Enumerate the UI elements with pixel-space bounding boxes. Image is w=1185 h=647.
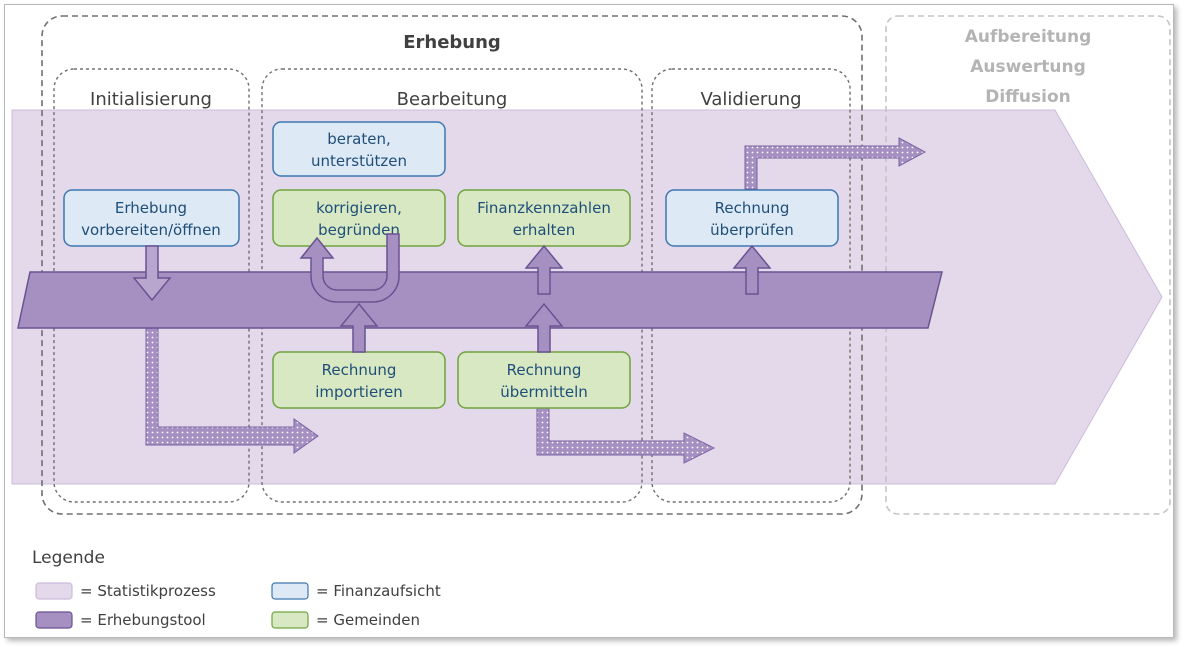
bearbeitung-title: Bearbeitung bbox=[397, 89, 508, 110]
legend-swatch-erhebungstool bbox=[35, 611, 73, 629]
box-beraten bbox=[272, 121, 446, 177]
validierung-title: Validierung bbox=[700, 89, 801, 110]
diffusion-title: Diffusion bbox=[985, 87, 1071, 107]
legend-title: Legende bbox=[32, 548, 105, 568]
box-erhebung-oeffnen-line1: Erhebung bbox=[115, 199, 187, 217]
flow-arrow-validierung bbox=[744, 137, 927, 190]
box-erhebung-oeffnen-line2: vorbereiten/öffnen bbox=[81, 221, 221, 239]
box-korrigieren-line1: korrigieren, bbox=[316, 199, 402, 217]
box-korrigieren bbox=[272, 189, 446, 247]
legend-label-erhebungstool: = Erhebungstool bbox=[80, 611, 206, 629]
aufbereitung-title: Aufbereitung bbox=[965, 27, 1092, 47]
arrow-pruefen-up bbox=[732, 244, 772, 295]
legend-label-gemeinden: = Gemeinden bbox=[316, 611, 420, 629]
flow-arrow-initialisierung bbox=[145, 309, 319, 454]
box-rechnung-uebermitteln-line2: übermitteln bbox=[500, 383, 588, 401]
arrow-uebermitteln-up bbox=[524, 302, 564, 353]
flow-arrow-uebermitteln bbox=[536, 407, 716, 464]
erhebung-group bbox=[41, 15, 863, 515]
erhebung-title: Erhebung bbox=[403, 32, 501, 53]
box-beraten-line2: unterstützen bbox=[311, 152, 407, 170]
legend-swatch-statistikprozess bbox=[35, 582, 73, 600]
box-korrigieren-line2: begründen bbox=[318, 221, 400, 239]
legend-label-finanzaufsicht: = Finanzaufsicht bbox=[316, 582, 441, 600]
legend-swatch-finanzaufsicht bbox=[271, 582, 309, 600]
box-finanzkennzahlen-line1: Finanzkennzahlen bbox=[477, 199, 611, 217]
box-rechnung-uebermitteln-line1: Rechnung bbox=[507, 361, 582, 379]
arrow-importieren-up bbox=[339, 302, 379, 353]
arrow-finanzkennzahlen-up bbox=[524, 244, 564, 295]
box-rechnung-pruefen-line1: Rechnung bbox=[715, 199, 790, 217]
initialisierung-title: Initialisierung bbox=[90, 89, 212, 110]
box-rechnung-pruefen-line2: überprüfen bbox=[710, 221, 794, 239]
box-rechnung-importieren-line2: importieren bbox=[315, 383, 403, 401]
legend-swatch-gemeinden bbox=[271, 611, 309, 629]
box-rechnung-importieren-line1: Rechnung bbox=[322, 361, 397, 379]
aufbereitung-group bbox=[885, 15, 1171, 515]
arrow-oeffnen-down bbox=[132, 245, 172, 302]
auswertung-title: Auswertung bbox=[970, 57, 1086, 77]
box-beraten-line1: beraten, bbox=[327, 130, 391, 148]
box-finanzkennzahlen-line2: erhalten bbox=[513, 221, 576, 239]
legend-label-statistikprozess: = Statistikprozess bbox=[80, 582, 216, 600]
arrow-korrigieren-uturn bbox=[299, 233, 400, 303]
erhebungstool-band bbox=[17, 271, 943, 329]
